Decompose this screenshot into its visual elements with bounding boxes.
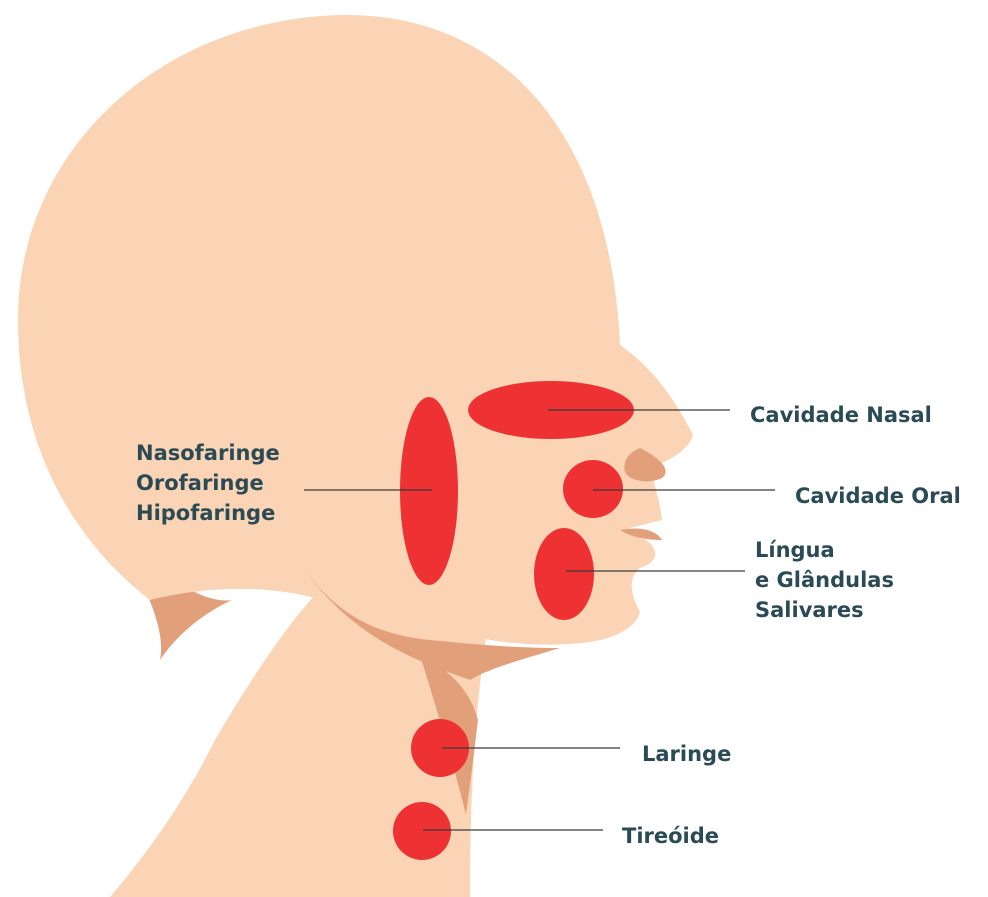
head <box>18 15 693 645</box>
marker-pharynx <box>400 397 458 585</box>
label-thyroid: Tireóide <box>622 824 719 848</box>
label-pharynx-line-1: Nasofaringe <box>136 441 280 465</box>
label-oral: Cavidade Oral <box>795 484 961 508</box>
label-nasal-line-1: Cavidade Nasal <box>750 403 932 427</box>
label-pharynx-line-2: Orofaringe <box>136 471 264 495</box>
label-tongue-line-1: Língua <box>755 538 835 562</box>
marker-tongue <box>534 528 594 620</box>
head-silhouette <box>18 15 693 897</box>
label-nasal: Cavidade Nasal <box>750 403 932 427</box>
label-oral-line-1: Cavidade Oral <box>795 484 961 508</box>
label-tongue-line-3: Salivares <box>755 598 864 622</box>
marker-thyroid <box>393 802 451 860</box>
label-thyroid-line-1: Tireóide <box>622 824 719 848</box>
label-larynx-line-1: Laringe <box>642 742 731 766</box>
label-pharynx-line-3: Hipofaringe <box>136 501 275 525</box>
label-tongue-line-2: e Glândulas <box>755 568 894 592</box>
label-larynx: Laringe <box>642 742 731 766</box>
marker-oral <box>563 460 623 518</box>
